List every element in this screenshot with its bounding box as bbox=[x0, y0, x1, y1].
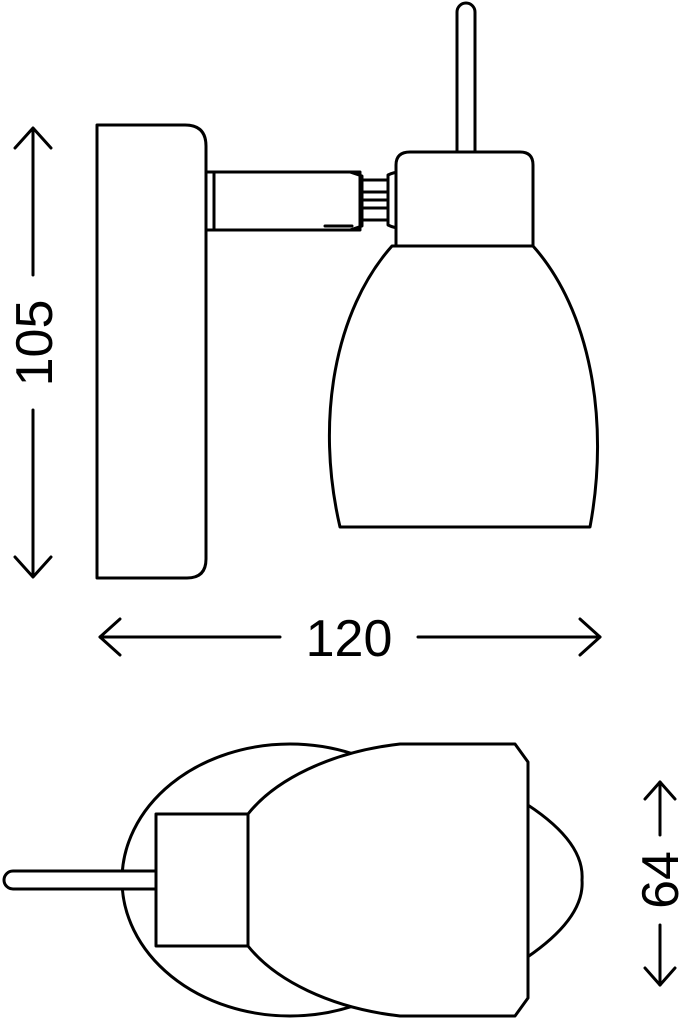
switch-rod bbox=[455, 1, 477, 154]
height-dimension: 105 bbox=[6, 126, 64, 579]
width-dimension: 120 bbox=[98, 610, 602, 668]
height-arrowhead-top bbox=[13, 126, 53, 150]
width-arrowhead-right bbox=[578, 617, 602, 657]
width-arrowhead-left bbox=[98, 617, 122, 657]
depth-arrowhead-bottom bbox=[643, 966, 677, 987]
depth-arrowhead-top bbox=[643, 780, 677, 801]
width-label: 120 bbox=[306, 610, 393, 668]
depth-label: 64 bbox=[632, 851, 683, 909]
arm bbox=[204, 170, 362, 232]
lamp-cap bbox=[394, 150, 535, 248]
front-lens bbox=[518, 798, 584, 964]
cap-top bbox=[154, 812, 250, 948]
wall-plate bbox=[95, 123, 208, 580]
height-label: 105 bbox=[6, 300, 64, 387]
glass-shade bbox=[327, 244, 599, 529]
top-view bbox=[2, 742, 584, 1018]
switch-rod-top bbox=[2, 869, 160, 891]
side-view bbox=[95, 1, 599, 580]
shade-top bbox=[246, 742, 530, 1018]
depth-dimension: 64 bbox=[632, 780, 683, 987]
height-arrowhead-bottom bbox=[13, 555, 53, 579]
